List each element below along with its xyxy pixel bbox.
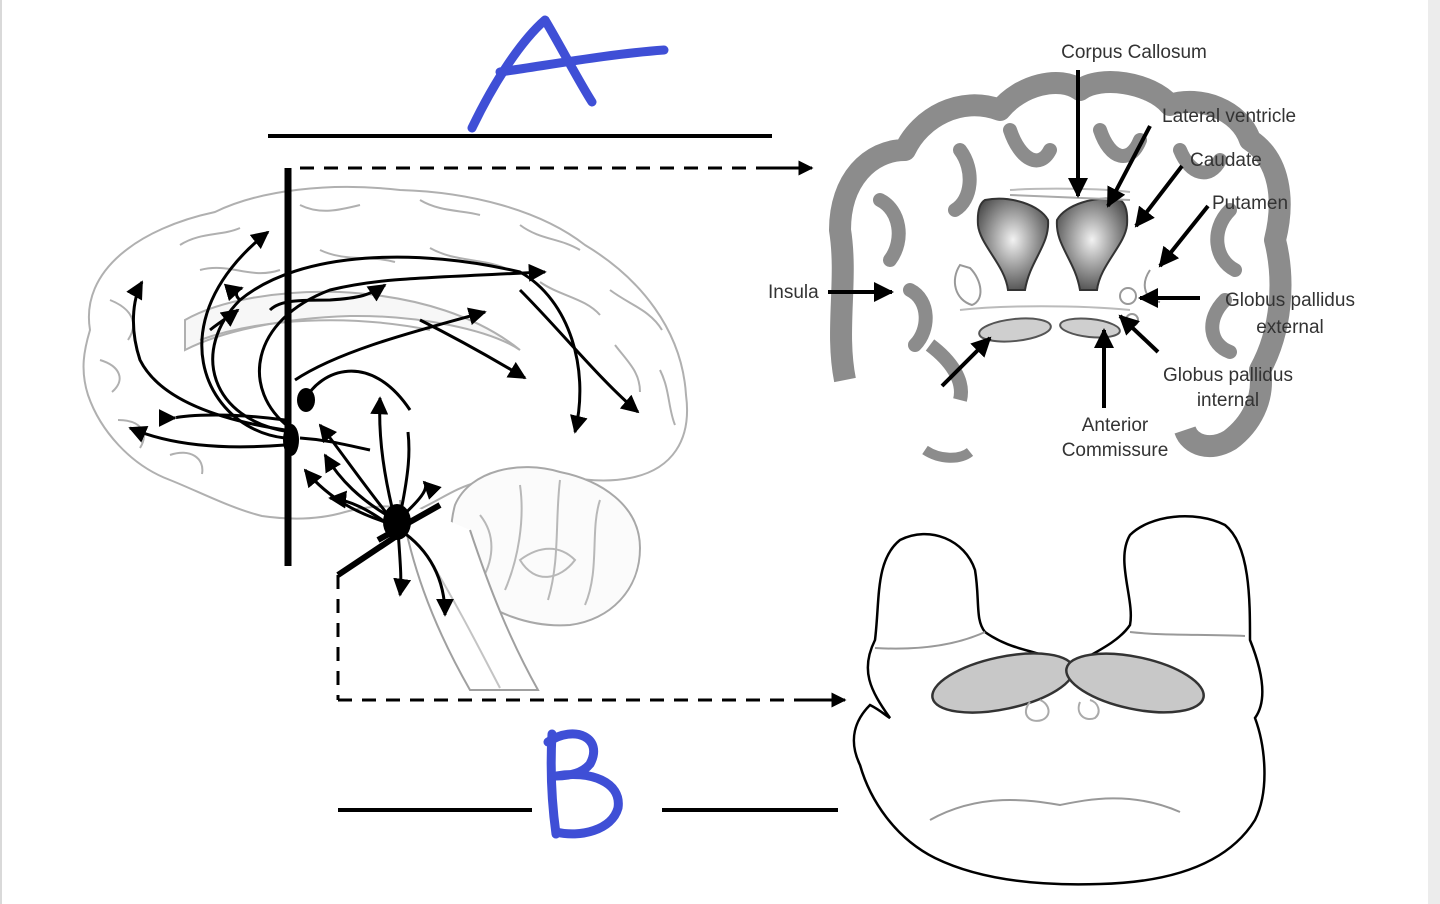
right-substantia-nigra [1065,652,1205,714]
label-corpus-callosum: Corpus Callosum [1061,42,1207,63]
label-gp-internal-line1: Globus pallidus [1163,365,1293,386]
handwritten-letter-b [543,729,623,839]
label-lateral-ventricle: Lateral ventricle [1162,106,1296,127]
arrow-caudate [1134,164,1184,228]
label-anterior-commissure-line2: Commissure [1062,440,1169,461]
label-gp-external-line1: Globus pallidus [1225,290,1355,311]
handwritten-letter-a [467,15,669,133]
arrow-lateral-ventricle [1106,125,1152,208]
label-insula: Insula [768,282,819,303]
arrow-unlabeled [940,336,992,388]
label-gp-external-line2: external [1256,317,1324,338]
arrow-putamen [1158,204,1210,268]
label-gp-internal-line2: internal [1197,390,1259,411]
midbrain-section [852,515,1266,886]
left-lateral-ventricle [976,197,1050,291]
sagittal-brain [82,186,688,691]
right-frame-border [1428,0,1440,904]
arrow-gp-internal [1118,314,1160,354]
right-lateral-ventricle [1055,197,1129,291]
label-anterior-commissure-line1: Anterior [1082,415,1149,436]
brainstem [399,499,540,691]
midbrain-outline [852,515,1266,886]
nuclei-dots [283,388,411,540]
right-globus-pallidus [1059,317,1121,339]
left-globus-pallidus [978,317,1052,343]
coronal-pointer-arrows [828,70,1210,408]
label-putamen: Putamen [1212,193,1288,214]
pathway-arrows [126,160,847,708]
left-frame-border [0,0,2,904]
label-caudate: Caudate [1190,150,1262,171]
cortex-ribbon [829,71,1292,458]
coronal-labels: Corpus Callosum Lateral ventricle Caudat… [768,42,1355,461]
